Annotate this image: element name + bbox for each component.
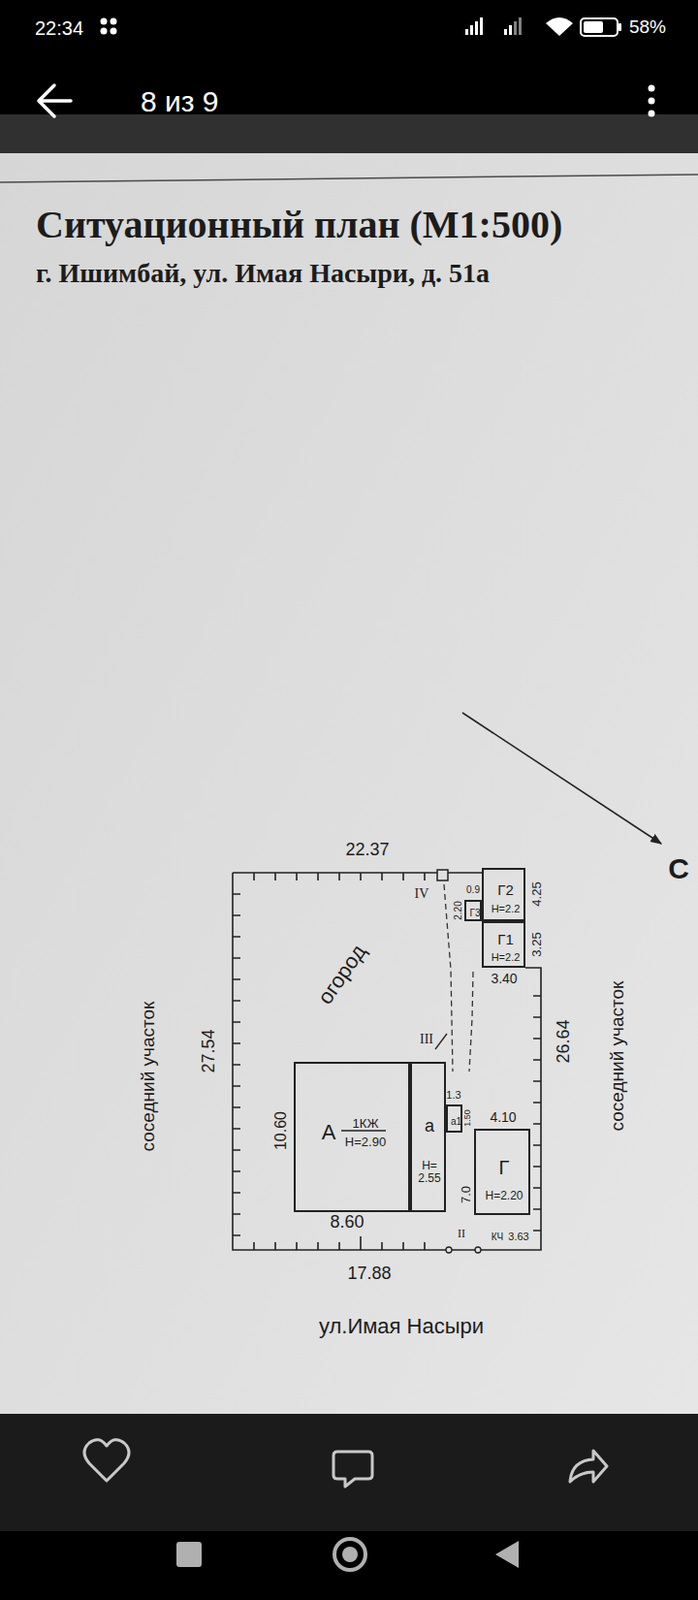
status-icons xyxy=(100,17,623,36)
building-note: 1КЖ xyxy=(352,1116,380,1131)
address-subtitle: г. Ишимбай, ул. Имая Насыри, д. 51а xyxy=(35,258,490,289)
passage-lines xyxy=(444,884,474,1072)
dimension-label: 3.40 xyxy=(490,971,517,986)
north-letter: С xyxy=(667,852,690,885)
house-building: А 1КЖ Н=2.90 xyxy=(293,1061,411,1212)
dimension-label: 17.88 xyxy=(347,1264,391,1284)
point-number: III xyxy=(419,1031,434,1047)
nav-bar xyxy=(0,1530,698,1600)
dimension-label: 22.37 xyxy=(345,840,389,860)
house-extension: а Н= 2.55 xyxy=(410,1061,446,1212)
neighbour-label: соседний участок xyxy=(607,981,629,1132)
paper-line xyxy=(0,174,698,183)
point-number: IV xyxy=(414,886,430,901)
building-note: Н=2.20 xyxy=(484,1189,523,1203)
point-dot xyxy=(475,1246,481,1253)
porch: а1 xyxy=(445,1104,463,1133)
dimension-label: 0.9 xyxy=(466,884,480,895)
building-letter: Г3 xyxy=(470,907,481,919)
point-marker xyxy=(437,869,448,881)
status-bar xyxy=(0,0,698,115)
dimension-label: 3.63 xyxy=(507,1230,529,1242)
building-letter: А xyxy=(321,1120,337,1144)
building-note: Н=2.90 xyxy=(345,1135,386,1149)
building-letter: Г1 xyxy=(497,931,513,949)
action-bar xyxy=(0,1413,698,1531)
north-arrow xyxy=(462,712,662,844)
dimension-label: 1.3 xyxy=(445,1088,461,1101)
symbol-label: КЧ xyxy=(491,1231,505,1242)
status-time: 22:34 xyxy=(34,17,84,39)
dimension-label: 3.25 xyxy=(530,931,544,956)
building-note: Н= 2.55 xyxy=(413,1159,446,1185)
building-letter: а xyxy=(424,1116,435,1137)
garage: Г Н=2.20 xyxy=(474,1128,531,1215)
building-letter: Г2 xyxy=(497,882,513,899)
street-label: ул.Имая Насыри xyxy=(318,1314,484,1338)
neighbour-label: соседний участок xyxy=(138,1001,159,1152)
dimension-label: 1.50 xyxy=(463,1109,474,1127)
leader-line xyxy=(435,1033,447,1049)
building-note: Н=2.2 xyxy=(491,951,521,963)
battery-level: 58% xyxy=(629,17,667,38)
paper-edge xyxy=(0,114,698,154)
back-arrow xyxy=(38,85,71,117)
point-number: II xyxy=(457,1227,466,1240)
page-counter: 8 из 9 xyxy=(140,85,220,118)
action-icons xyxy=(84,1439,607,1487)
dimension-label: 8.60 xyxy=(329,1212,364,1233)
point-dot xyxy=(445,1246,452,1253)
nav-icons xyxy=(176,1538,519,1570)
shed: Г3 xyxy=(464,899,482,921)
outbuilding: Г2Н=2.2 xyxy=(481,867,526,921)
dimension-label: 10.60 xyxy=(272,1110,290,1150)
menu-dots xyxy=(648,85,656,118)
building-letter: а1 xyxy=(450,1114,462,1126)
plot-boundary xyxy=(232,872,541,1250)
building-letter: Г xyxy=(499,1156,510,1178)
outbuilding: Г1Н=2.2 xyxy=(481,920,526,968)
plan-title: Ситуационный план (М1:500) xyxy=(35,203,563,247)
dimension-label: 26.64 xyxy=(554,1018,574,1063)
dimension-label: 4.10 xyxy=(489,1110,516,1125)
paper xyxy=(0,153,698,1414)
area-label: огород xyxy=(313,940,371,1009)
dimension-label: 4.25 xyxy=(530,881,544,906)
dimension-label: 2.20 xyxy=(452,900,464,920)
dimension-label: 27.54 xyxy=(199,1028,220,1073)
building-note: Н=2.2 xyxy=(491,902,521,915)
dimension-label: 7.0 xyxy=(459,1185,474,1204)
